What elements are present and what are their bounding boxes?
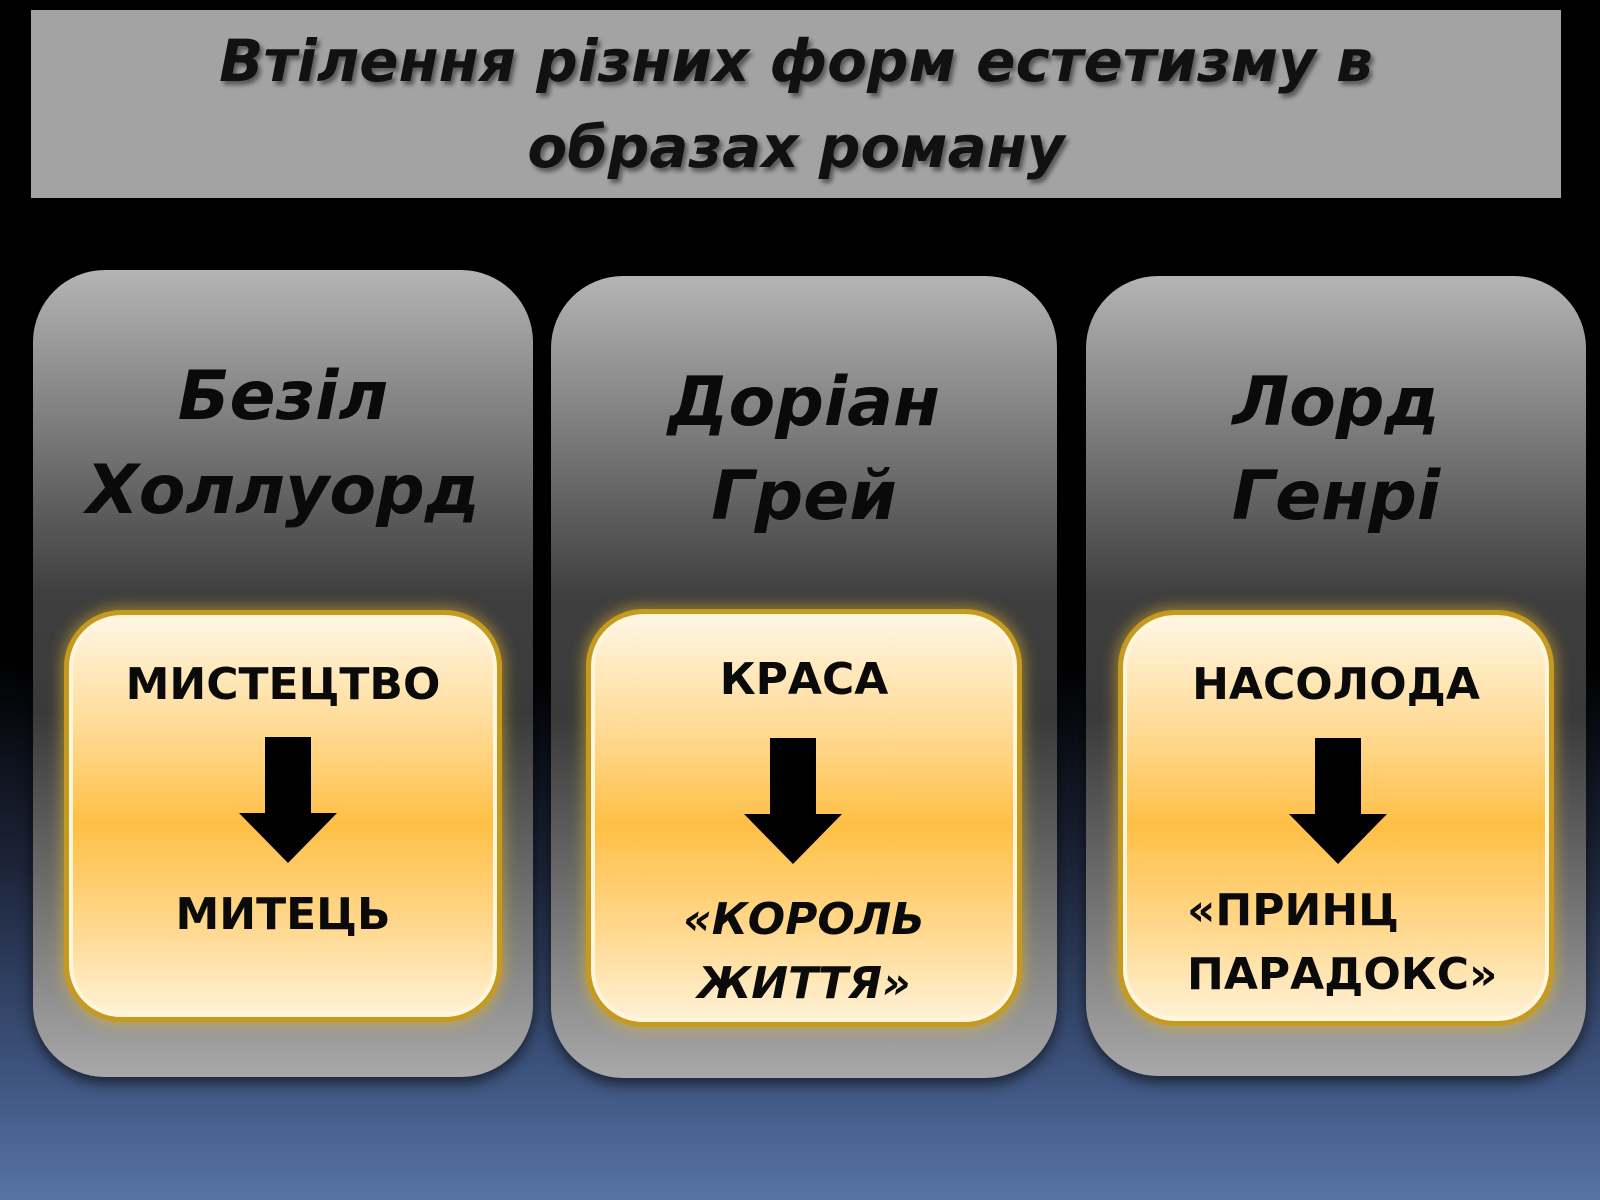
concept-box: КРАСА «КОРОЛЬ ЖИТТЯ» bbox=[591, 614, 1017, 1022]
concept-label: МИСТЕЦТВО bbox=[125, 659, 441, 710]
character-name: Безіл Холлуорд bbox=[33, 350, 533, 538]
column-lord-henry: Лорд Генрі НАСОЛОДА «ПРИНЦ ПАРАДОКС» bbox=[1086, 276, 1586, 1076]
character-name-line: Генрі bbox=[1231, 457, 1441, 536]
role-label-line: «КОРОЛЬ bbox=[683, 894, 925, 945]
column-dorian-gray: Доріан Грей КРАСА «КОРОЛЬ ЖИТТЯ» bbox=[551, 276, 1057, 1078]
arrow-down-icon bbox=[744, 738, 842, 864]
role-label: «ПРИНЦ ПАРАДОКС» bbox=[1127, 879, 1497, 1007]
concept-box: НАСОЛОДА «ПРИНЦ ПАРАДОКС» bbox=[1123, 615, 1549, 1021]
character-name: Лорд Генрі bbox=[1086, 356, 1586, 544]
role-label: «КОРОЛЬ ЖИТТЯ» bbox=[595, 888, 1013, 1016]
arrow-down-icon bbox=[239, 737, 337, 863]
character-name-line: Грей bbox=[711, 457, 897, 536]
title-banner: Втілення різних форм естетизму в образах… bbox=[31, 10, 1561, 198]
role-label: МИТЕЦЬ bbox=[73, 889, 493, 940]
concept-box: МИСТЕЦТВО МИТЕЦЬ bbox=[69, 615, 497, 1017]
slide-title: Втілення різних форм естетизму в образах… bbox=[219, 27, 1373, 181]
arrow-down-icon bbox=[1289, 738, 1387, 864]
character-name-line: Лорд bbox=[1232, 363, 1440, 442]
role-label-line: ПАРАДОКС» bbox=[1187, 949, 1498, 1000]
concept-label: КРАСА bbox=[719, 654, 889, 705]
character-name: Доріан Грей bbox=[551, 356, 1057, 544]
column-basil-hallward: Безіл Холлуорд МИСТЕЦТВО МИТЕЦЬ bbox=[33, 270, 533, 1077]
character-name-line: Безіл bbox=[177, 357, 389, 436]
character-name-line: Холлуорд bbox=[86, 451, 480, 530]
role-label-line: «ПРИНЦ bbox=[1187, 885, 1399, 936]
concept-label: НАСОЛОДА bbox=[1192, 659, 1480, 710]
character-name-line: Доріан bbox=[667, 363, 941, 442]
role-label-line: МИТЕЦЬ bbox=[175, 889, 391, 940]
role-label-line: ЖИТТЯ» bbox=[697, 958, 911, 1009]
